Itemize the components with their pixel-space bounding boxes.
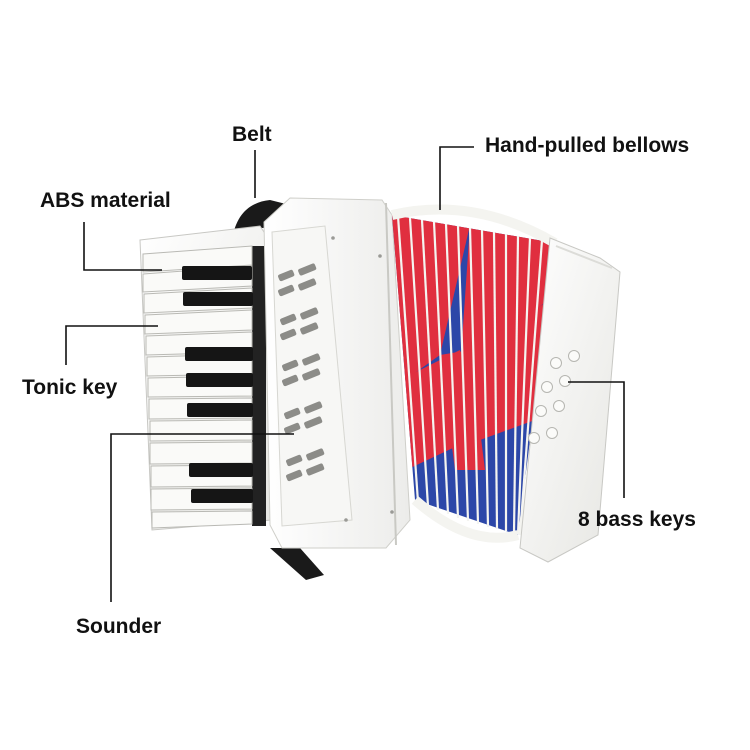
label-hand-pulled-bellows: Hand-pulled bellows [485, 134, 690, 157]
black-keys [182, 266, 253, 503]
leader-sounder [110, 433, 294, 602]
label-abs-material: ABS material [40, 189, 171, 212]
leader-abs-material [83, 222, 162, 271]
leader-lines [65, 146, 625, 602]
sounder-grille [263, 197, 411, 549]
bellows [390, 204, 558, 543]
grille-slots [278, 263, 325, 482]
label-belt: Belt [232, 123, 272, 146]
label-tonic-key: Tonic key [22, 376, 118, 399]
leader-bellows [439, 146, 474, 210]
label-bass-keys: 8 bass keys [578, 508, 696, 531]
label-sounder: Sounder [76, 615, 162, 638]
bass-buttons [528, 350, 580, 444]
leader-bass-keys [568, 381, 625, 498]
leader-tonic-key [65, 325, 158, 365]
bass-panel [519, 237, 621, 563]
